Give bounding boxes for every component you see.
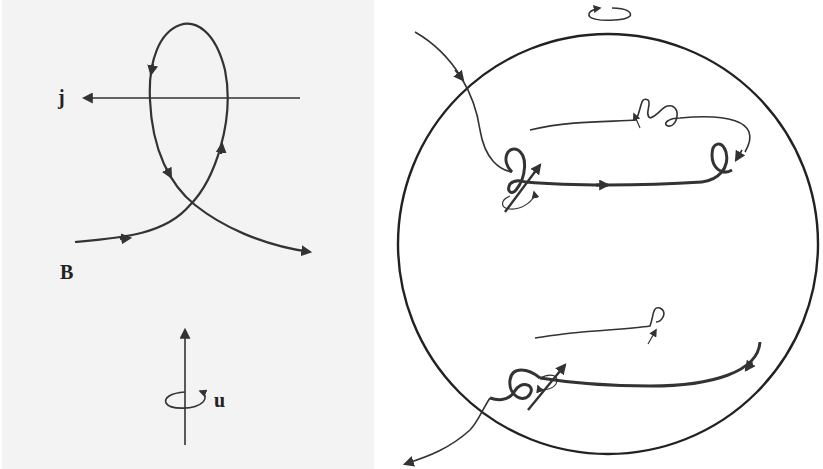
twisted-field-line [75,24,310,252]
sphere-outline [398,34,818,454]
variable-label: B [60,262,73,282]
variable-label: u [214,390,225,410]
variable-label: j [58,87,65,107]
flow-arrow [166,330,206,445]
field-lines-north [415,32,750,212]
current-arrow [84,97,300,99]
rotation-arrow [589,8,631,20]
panel-ground [2,0,374,469]
field-lines-south [405,308,760,464]
